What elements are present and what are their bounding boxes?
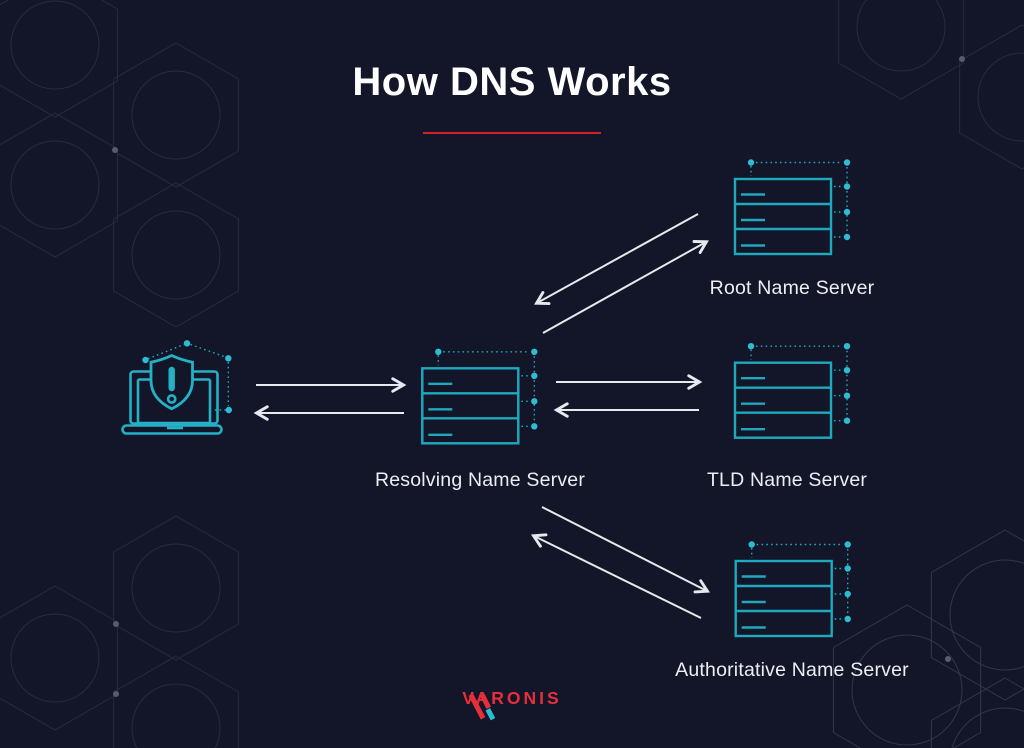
tld-server-label: TLD Name Server [706,469,868,491]
root-server-icon [733,158,852,256]
arrow-authoritative-to-resolving [530,533,702,619]
root-server-label: Root Name Server [709,277,875,299]
varonis-logo-icon [468,693,496,721]
varonis-logo: VARONIS [462,688,561,721]
authoritative-server-icon [734,540,853,638]
resolving-server-label: Resolving Name Server [374,469,586,491]
arrow-root-to-resolving [534,213,699,305]
client-laptop-alert-icon [121,340,232,435]
arrow-resolving-to-authoritative [541,506,711,594]
tld-server-icon [733,341,852,439]
authoritative-server-label: Authoritative Name Server [675,659,909,681]
title-divider [423,132,601,134]
arrow-resolving-to-root [542,240,709,334]
page-title: How DNS Works [352,60,672,104]
resolving-server-icon [421,347,539,445]
